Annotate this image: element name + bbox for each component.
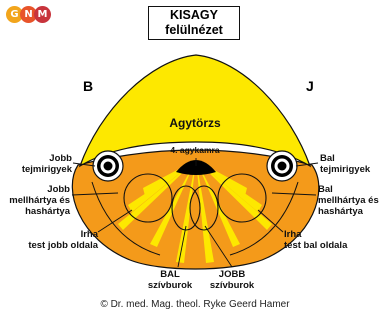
copyright-notice: © Dr. med. Mag. theol. Ryke Geerd Hamer — [0, 299, 390, 310]
label-right-pericardium: JOBB szívburok — [202, 269, 262, 291]
mammary-target-left — [93, 151, 123, 181]
label-left-pericardium: BAL szívburok — [140, 269, 200, 291]
label-dermis-left-side: Irha test bal oldala — [284, 229, 370, 251]
label-right-mammary-glands: Jobb tejmirigyek — [8, 153, 72, 175]
label-right-pleura-peritoneum: Jobb mellhártya és hashártya — [0, 184, 70, 217]
label-dermis-right-side: Irha test jobb oldala — [20, 229, 98, 251]
brainstem-label: Agytörzs — [160, 116, 230, 130]
ventricle-label: 4. agykamra — [160, 145, 230, 156]
mammary-target-right — [267, 151, 297, 181]
label-left-mammary-glands: Bal tejmirigyek — [320, 153, 388, 175]
label-left-pleura-peritoneum: Bal mellhártya és hashártya — [318, 184, 390, 217]
